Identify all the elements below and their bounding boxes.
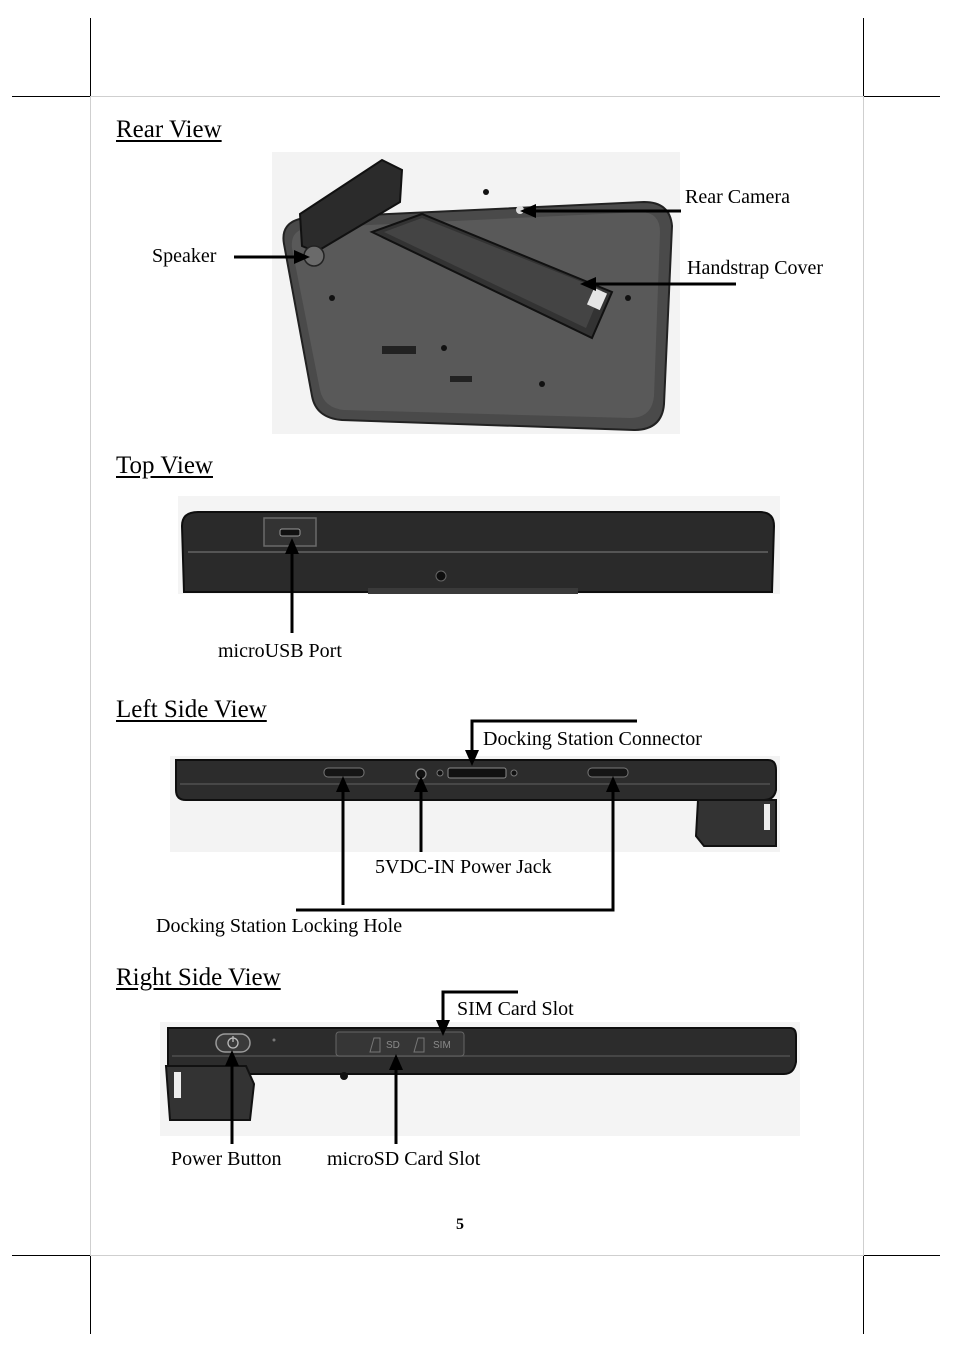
page-border <box>90 1255 864 1256</box>
locking-hole-label: Docking Station Locking Hole <box>156 915 403 937</box>
sim-slot-mark: SIM <box>433 1040 451 1051</box>
right-view-heading: Right Side View <box>116 964 281 991</box>
right-view-photo <box>160 1022 800 1136</box>
top-view-heading: Top View <box>116 452 213 479</box>
left-view-heading: Left Side View <box>116 696 267 723</box>
rear-camera-label: Rear Camera <box>685 186 790 208</box>
docking-connector-label: Docking Station Connector <box>483 728 702 750</box>
crop-mark <box>90 18 91 96</box>
left-view-photo <box>170 756 780 852</box>
microsd-slot-label: microSD Card Slot <box>327 1148 481 1170</box>
page-border <box>90 96 91 1256</box>
power-button-label: Power Button <box>171 1148 282 1170</box>
power-jack-label: 5VDC-IN Power Jack <box>375 856 552 878</box>
crop-mark <box>90 1256 91 1334</box>
crop-mark <box>12 1255 90 1256</box>
crop-mark <box>863 1256 864 1334</box>
page-border <box>90 96 864 97</box>
rear-view-photo <box>272 152 680 434</box>
crop-mark <box>864 96 940 97</box>
crop-mark <box>12 96 90 97</box>
crop-mark <box>863 18 864 96</box>
microusb-label: microUSB Port <box>218 640 342 662</box>
rear-view-heading: Rear View <box>116 116 222 143</box>
sim-slot-label: SIM Card Slot <box>457 998 574 1020</box>
crop-mark <box>864 1255 940 1256</box>
top-view-photo <box>178 496 780 594</box>
speaker-label: Speaker <box>152 245 217 267</box>
handstrap-cover-label: Handstrap Cover <box>687 257 824 279</box>
page-border <box>863 96 864 1256</box>
sd-slot-mark: SD <box>386 1040 400 1051</box>
page-number: 5 <box>456 1216 464 1233</box>
